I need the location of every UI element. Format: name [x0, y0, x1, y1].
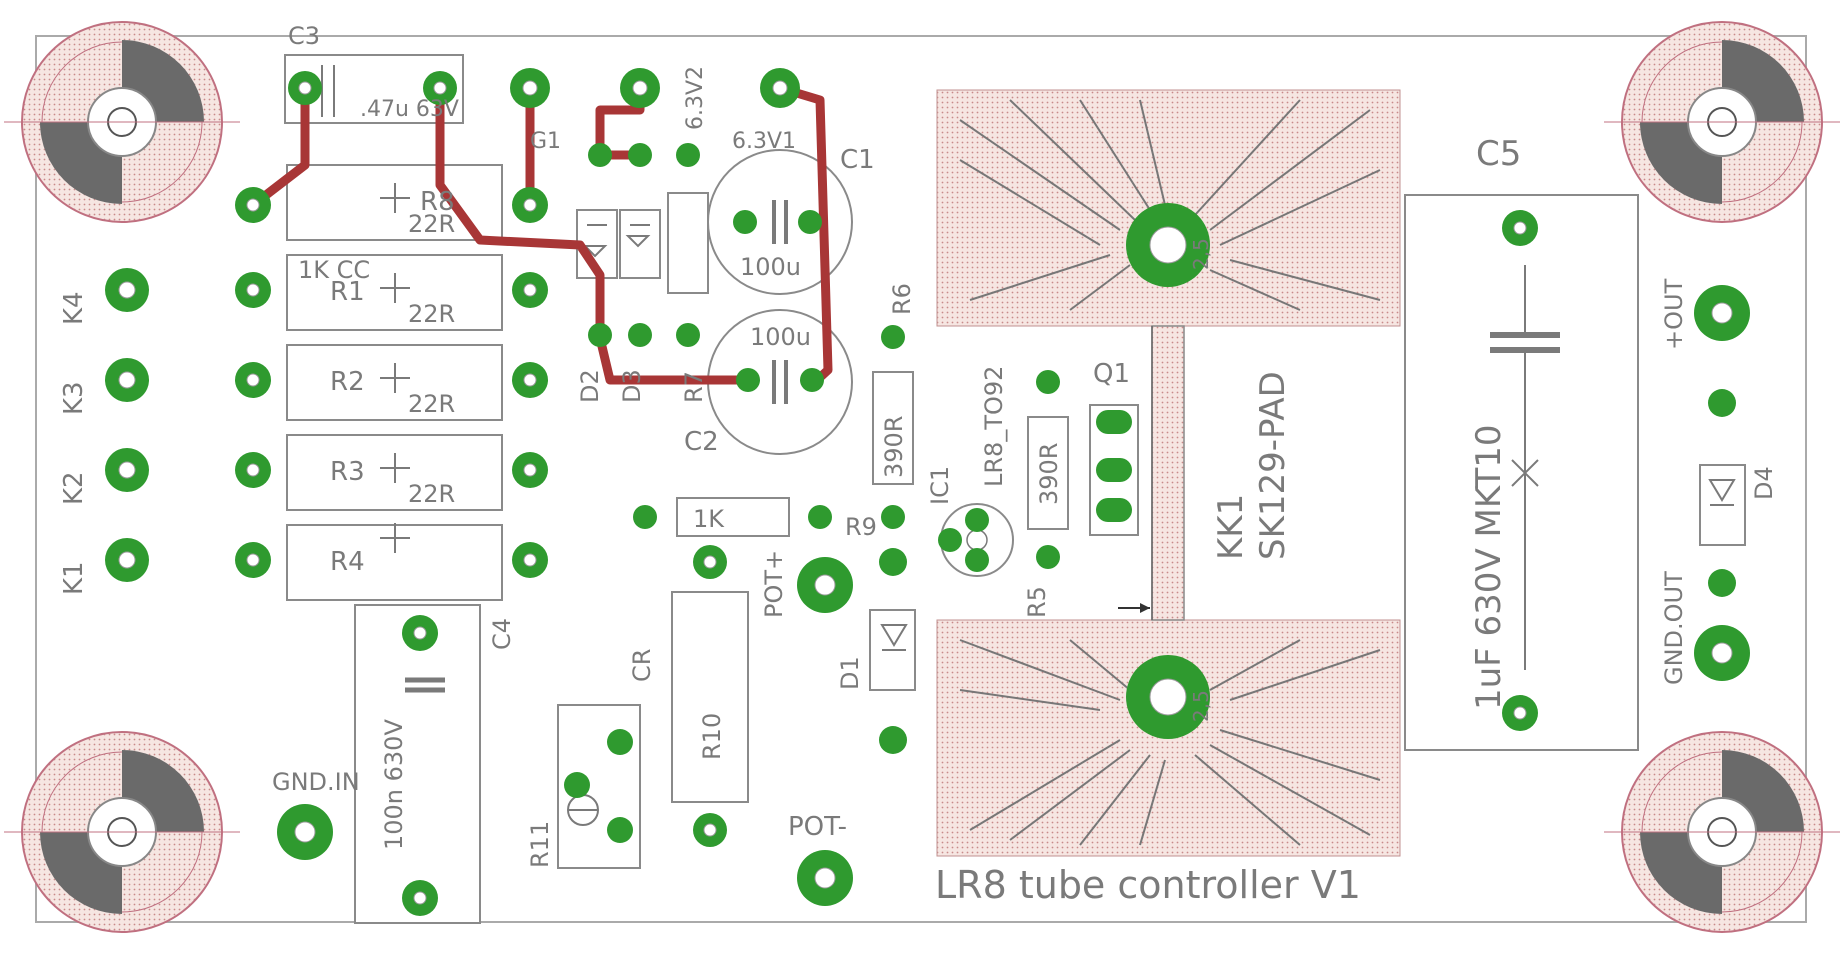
c1-body — [707, 149, 853, 295]
label-c3-value: .47u 63V — [360, 97, 459, 122]
label-k3: K3 — [59, 381, 89, 415]
label-q1: Q1 — [1093, 359, 1130, 389]
board-outline — [35, 35, 1807, 923]
component-symbols — [321, 65, 1736, 826]
mounting-hole-top-left — [4, 21, 240, 223]
label-r6: R6 — [888, 283, 916, 315]
mounting-hole-bottom-left — [4, 731, 240, 933]
label-k2: K2 — [59, 471, 89, 505]
silkscreen-labels: C3 .47u 63V G1 6.3V2 6.3V1 C1 100u C2 10… — [59, 22, 1778, 907]
label-d3: D3 — [618, 369, 646, 403]
label-kk1-package: SK129-PAD — [1253, 371, 1293, 560]
label-ic1-package: LR8_TO92 — [980, 366, 1008, 487]
mounting-hole-bottom-right — [1604, 731, 1840, 933]
label-r8-value: 22R — [408, 210, 455, 238]
label-gnd-in: GND.IN — [272, 768, 360, 796]
label-c2: C2 — [684, 427, 719, 457]
label-d2: D2 — [576, 369, 604, 403]
r6-body — [872, 371, 914, 485]
label-g1: G1 — [530, 129, 561, 154]
board-title: LR8 tube controller V1 — [935, 863, 1361, 907]
label-cr: CR — [628, 649, 656, 682]
label-ic1: IC1 — [926, 466, 954, 505]
r7-body — [667, 192, 709, 294]
label-d1: D1 — [836, 656, 864, 690]
c5-body — [1404, 194, 1639, 751]
label-d4: D4 — [1750, 466, 1778, 500]
label-63v1: 6.3V1 — [732, 129, 796, 154]
label-c5-value: 1uF 630V MKT10 — [1469, 424, 1509, 710]
label-k4: K4 — [59, 291, 89, 325]
label-c1: C1 — [840, 145, 875, 175]
label-kk1: KK1 — [1211, 494, 1251, 560]
label-hs-top: 2,5 — [1189, 238, 1213, 270]
label-r1: R1 — [330, 277, 365, 307]
label-c2-value: 100u — [750, 323, 811, 351]
label-r9-value: 1K — [693, 505, 725, 533]
label-c5: C5 — [1476, 134, 1521, 174]
label-r1-extra: 1K CC — [298, 256, 370, 284]
label-out-plus: +OUT — [1660, 278, 1688, 350]
label-c3: C3 — [288, 22, 320, 50]
mounting-hole-top-right — [1604, 21, 1840, 223]
label-r11: R11 — [526, 821, 554, 868]
label-r5: R5 — [1023, 586, 1051, 618]
label-r4: R4 — [330, 547, 365, 577]
label-r5-value: 390R — [1035, 443, 1063, 505]
label-gnd-out: GND.OUT — [1660, 571, 1688, 685]
label-pot-plus: POT+ — [760, 550, 788, 618]
label-r2: R2 — [330, 367, 365, 397]
label-r10: R10 — [698, 713, 726, 760]
label-r9: R9 — [845, 513, 877, 541]
label-r3: R3 — [330, 457, 365, 487]
r9-body — [676, 497, 790, 537]
r5-body — [1027, 416, 1069, 530]
label-k1: K1 — [59, 561, 89, 595]
c4-body — [354, 604, 481, 924]
label-r6-value: 390R — [880, 416, 908, 478]
pads — [105, 68, 1750, 916]
label-r3-value: 22R — [408, 480, 455, 508]
label-r1-value: 22R — [408, 300, 455, 328]
label-c1-value: 100u — [740, 253, 801, 281]
label-r8: R8 — [420, 187, 455, 217]
label-hs-bottom: 2,5 — [1189, 690, 1213, 722]
label-63v2: 6.3V2 — [683, 66, 708, 130]
r10-body — [671, 591, 749, 803]
d1-body — [869, 609, 916, 691]
label-r2-value: 22R — [408, 390, 455, 418]
label-c4-value: 100n 630V — [380, 719, 408, 850]
label-c4: C4 — [488, 618, 516, 650]
label-pot-minus: POT- — [788, 812, 847, 842]
label-r7: R7 — [680, 371, 708, 403]
